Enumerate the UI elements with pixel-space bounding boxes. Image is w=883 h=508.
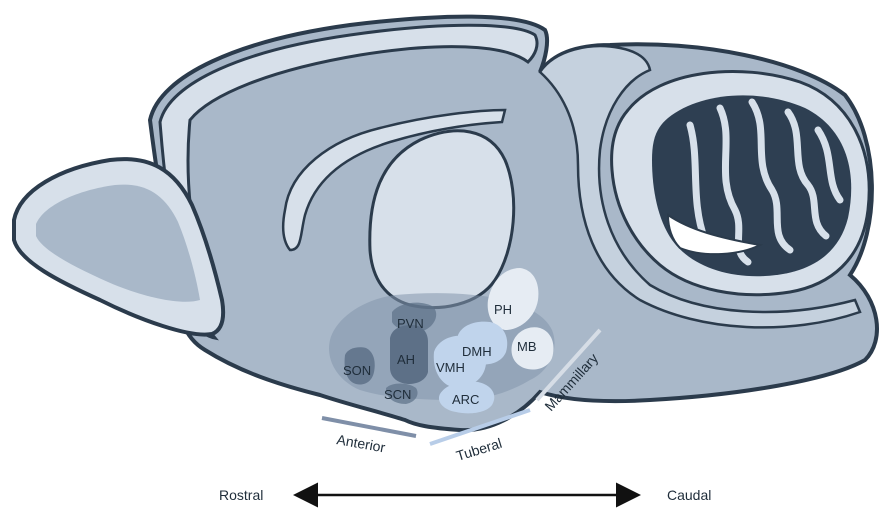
ph-label: PH [494, 302, 512, 317]
mb-label: MB [517, 339, 537, 354]
dmh-label: DMH [462, 344, 492, 359]
caudal-label: Caudal [667, 487, 711, 503]
tuberal-label: Tuberal [454, 435, 504, 464]
scn-label: SCN [384, 387, 411, 402]
son-label: SON [343, 363, 371, 378]
anterior-label: Anterior [335, 431, 386, 455]
pvn-label: PVN [397, 316, 424, 331]
vmh-label: VMH [436, 360, 465, 375]
rostral-label: Rostral [219, 487, 263, 503]
ah-label: AH [397, 352, 415, 367]
arc-label: ARC [452, 392, 479, 407]
